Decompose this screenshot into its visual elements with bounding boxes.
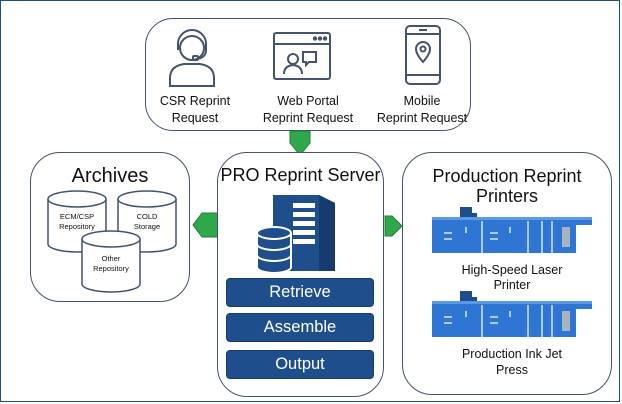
server-title: PRO Reprint Server: [220, 165, 381, 185]
printers-box: [402, 152, 612, 395]
down-connector-arrow: [289, 130, 311, 156]
printers-title: Production Reprint Printers: [432, 166, 582, 206]
repository-cylinders: [47, 190, 177, 293]
request-label-mobile: Mobile Reprint Request: [376, 94, 468, 125]
printer-label-inkjet: Production Ink Jet Press: [461, 347, 563, 377]
printer-label-laser: High-Speed Laser Printer: [461, 263, 563, 292]
mobile-phone-icon: [405, 25, 441, 85]
server-database-icon: [256, 195, 335, 274]
request-label-web: Web Portal Reprint Request: [262, 94, 354, 125]
step-retrieve: Retrieve: [226, 278, 374, 307]
step-assemble: Assemble: [226, 313, 374, 342]
headset-agent-icon: [169, 29, 215, 87]
request-label-csr: CSR Reprint Request: [159, 94, 231, 125]
production-printer-icon: [432, 207, 592, 253]
web-portal-icon: [273, 32, 331, 80]
archives-title: Archives: [71, 165, 149, 187]
step-output: Output: [226, 350, 374, 379]
right-connector-arrow: [384, 215, 403, 237]
production-printer-icon: [432, 291, 592, 337]
